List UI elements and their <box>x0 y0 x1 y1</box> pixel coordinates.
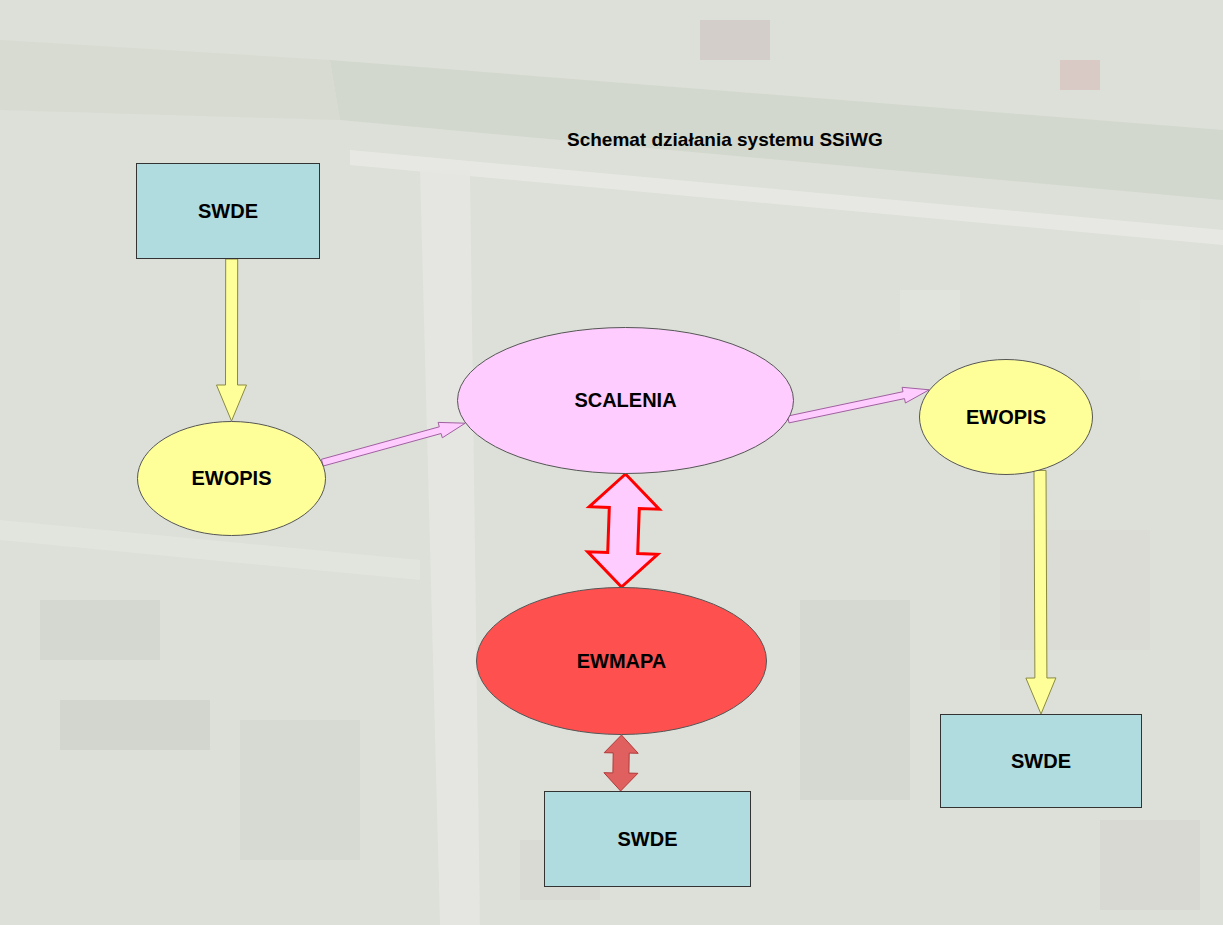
block-arrow <box>588 474 660 587</box>
node-label: EWOPIS <box>191 467 271 490</box>
module-ellipse: EWOPIS <box>919 359 1093 475</box>
module-ellipse: EWOPIS <box>137 421 326 536</box>
shape-fill <box>920 360 1093 475</box>
shape-fill <box>941 715 1142 808</box>
node-label: SWDE <box>1011 750 1071 773</box>
shape-fill <box>458 328 794 474</box>
block-arrow <box>321 422 465 466</box>
data-box: SWDE <box>136 163 320 259</box>
node-label: SWDE <box>198 200 258 223</box>
shape-fill <box>477 588 767 735</box>
module-ellipse: EWMAPA <box>476 587 767 735</box>
block-arrow <box>788 387 930 423</box>
shape-fill <box>545 792 751 887</box>
block-arrow <box>604 735 638 791</box>
node-label: SCALENIA <box>574 389 676 412</box>
node-label: EWMAPA <box>577 650 667 673</box>
data-box: SWDE <box>544 791 751 887</box>
node-label: SWDE <box>618 828 678 851</box>
node-label: EWOPIS <box>966 406 1046 429</box>
shape-fill <box>138 422 326 536</box>
data-box: SWDE <box>940 714 1142 808</box>
diagram-title: Schemat działania systemu SSiWG <box>567 129 883 151</box>
block-arrow <box>1026 470 1056 714</box>
block-arrow <box>217 259 247 421</box>
module-ellipse: SCALENIA <box>457 327 794 474</box>
shape-fill <box>137 164 320 259</box>
